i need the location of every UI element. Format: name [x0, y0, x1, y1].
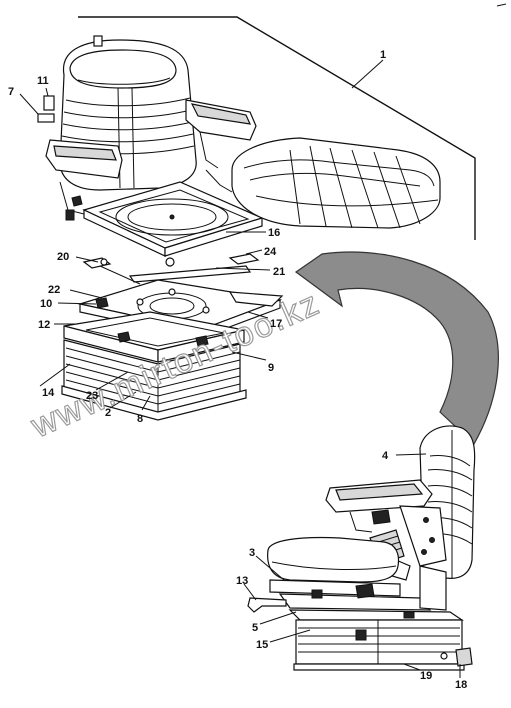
- assembled-seat: [247, 425, 476, 671]
- upper-seat-backrest: [45, 35, 257, 221]
- leader-lines: [19, 87, 461, 678]
- callout-24: 24: [264, 246, 277, 258]
- lower-suspension: [61, 311, 247, 421]
- callout-11: 11: [37, 75, 49, 87]
- assembly-direction-arrow: [294, 251, 499, 445]
- callout-19: 19: [420, 670, 432, 682]
- seat-cushion: [231, 137, 441, 229]
- callout-7: 7: [8, 86, 14, 98]
- callout-13: 13: [236, 575, 248, 587]
- callout-16: 16: [268, 227, 280, 239]
- mounting-brackets: [82, 253, 260, 285]
- callout-12: 12: [38, 319, 50, 331]
- callout-17: 17: [270, 318, 282, 330]
- callout-22: 22: [48, 284, 60, 296]
- callout-15: 15: [256, 639, 268, 651]
- callout-5: 5: [252, 622, 258, 634]
- callout-8: 8: [137, 413, 143, 425]
- frame-lines: [78, 3, 507, 240]
- small-parts-7-11: [37, 95, 55, 123]
- upper-swivel-plate: [82, 181, 264, 257]
- callout-21: 21: [273, 266, 285, 278]
- callout-10: 10: [40, 298, 52, 310]
- callout-14: 14: [42, 387, 55, 399]
- callout-18: 18: [455, 679, 467, 691]
- callout-9: 9: [268, 362, 274, 374]
- callout-2: 2: [105, 407, 111, 419]
- callout-23: 23: [86, 390, 98, 402]
- callout-3: 3: [249, 547, 255, 559]
- callout-1: 1: [380, 49, 386, 61]
- callout-4: 4: [382, 450, 389, 462]
- callout-labels: 1 2 3 4 5 7 8 9 10 11 12 13 14 15 16 17 …: [8, 49, 467, 691]
- callout-20: 20: [57, 251, 69, 263]
